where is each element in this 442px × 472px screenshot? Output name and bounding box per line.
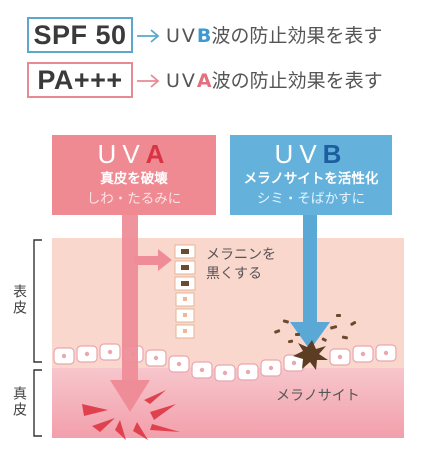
spf-label: SPF 50 bbox=[33, 19, 127, 50]
melanocyte-icon bbox=[293, 340, 328, 370]
spf-label-box: SPF 50 bbox=[27, 17, 133, 53]
pa-label-box: PA+++ bbox=[27, 62, 133, 98]
uva-effect: 真皮を破壊 bbox=[100, 171, 168, 187]
uva-title: UVA bbox=[97, 139, 171, 169]
melanocyte-label: メラノサイト bbox=[276, 388, 360, 404]
dermis-label: 真皮 bbox=[11, 386, 27, 418]
spf-arrow-icon bbox=[137, 29, 160, 43]
pa-description: UVA波の防止効果を表す bbox=[166, 70, 383, 92]
melanin-annotation: メラニンを 黒くする bbox=[206, 247, 276, 282]
pa-arrow-icon bbox=[137, 74, 160, 88]
epidermis-label: 表皮 bbox=[11, 284, 27, 316]
uvb-title: UVB bbox=[274, 139, 348, 169]
layer-brackets bbox=[33, 239, 42, 437]
pa-uv-type: A bbox=[196, 70, 212, 92]
uvb-arrow-icon bbox=[290, 214, 330, 350]
uvb-result: シミ・そばかすに bbox=[256, 191, 366, 207]
melanin-cells bbox=[174, 244, 196, 291]
spf-description: UVB波の防止効果を表す bbox=[166, 25, 383, 47]
pa-label: PA+++ bbox=[37, 64, 123, 95]
uva-result: しわ・たるみに bbox=[86, 191, 182, 207]
melanin-granules bbox=[274, 314, 357, 344]
spf-uv-type: B bbox=[196, 25, 212, 47]
uvb-effect: メラノサイトを活性化 bbox=[243, 171, 379, 187]
uva-box: UVA 真皮を破壊 しわ・たるみに bbox=[52, 135, 216, 215]
dermis-damage-burst-icon bbox=[82, 390, 180, 440]
uvb-box: UVB メラノサイトを活性化 シミ・そばかすに bbox=[230, 135, 392, 215]
uva-arrow-icon bbox=[110, 214, 172, 412]
